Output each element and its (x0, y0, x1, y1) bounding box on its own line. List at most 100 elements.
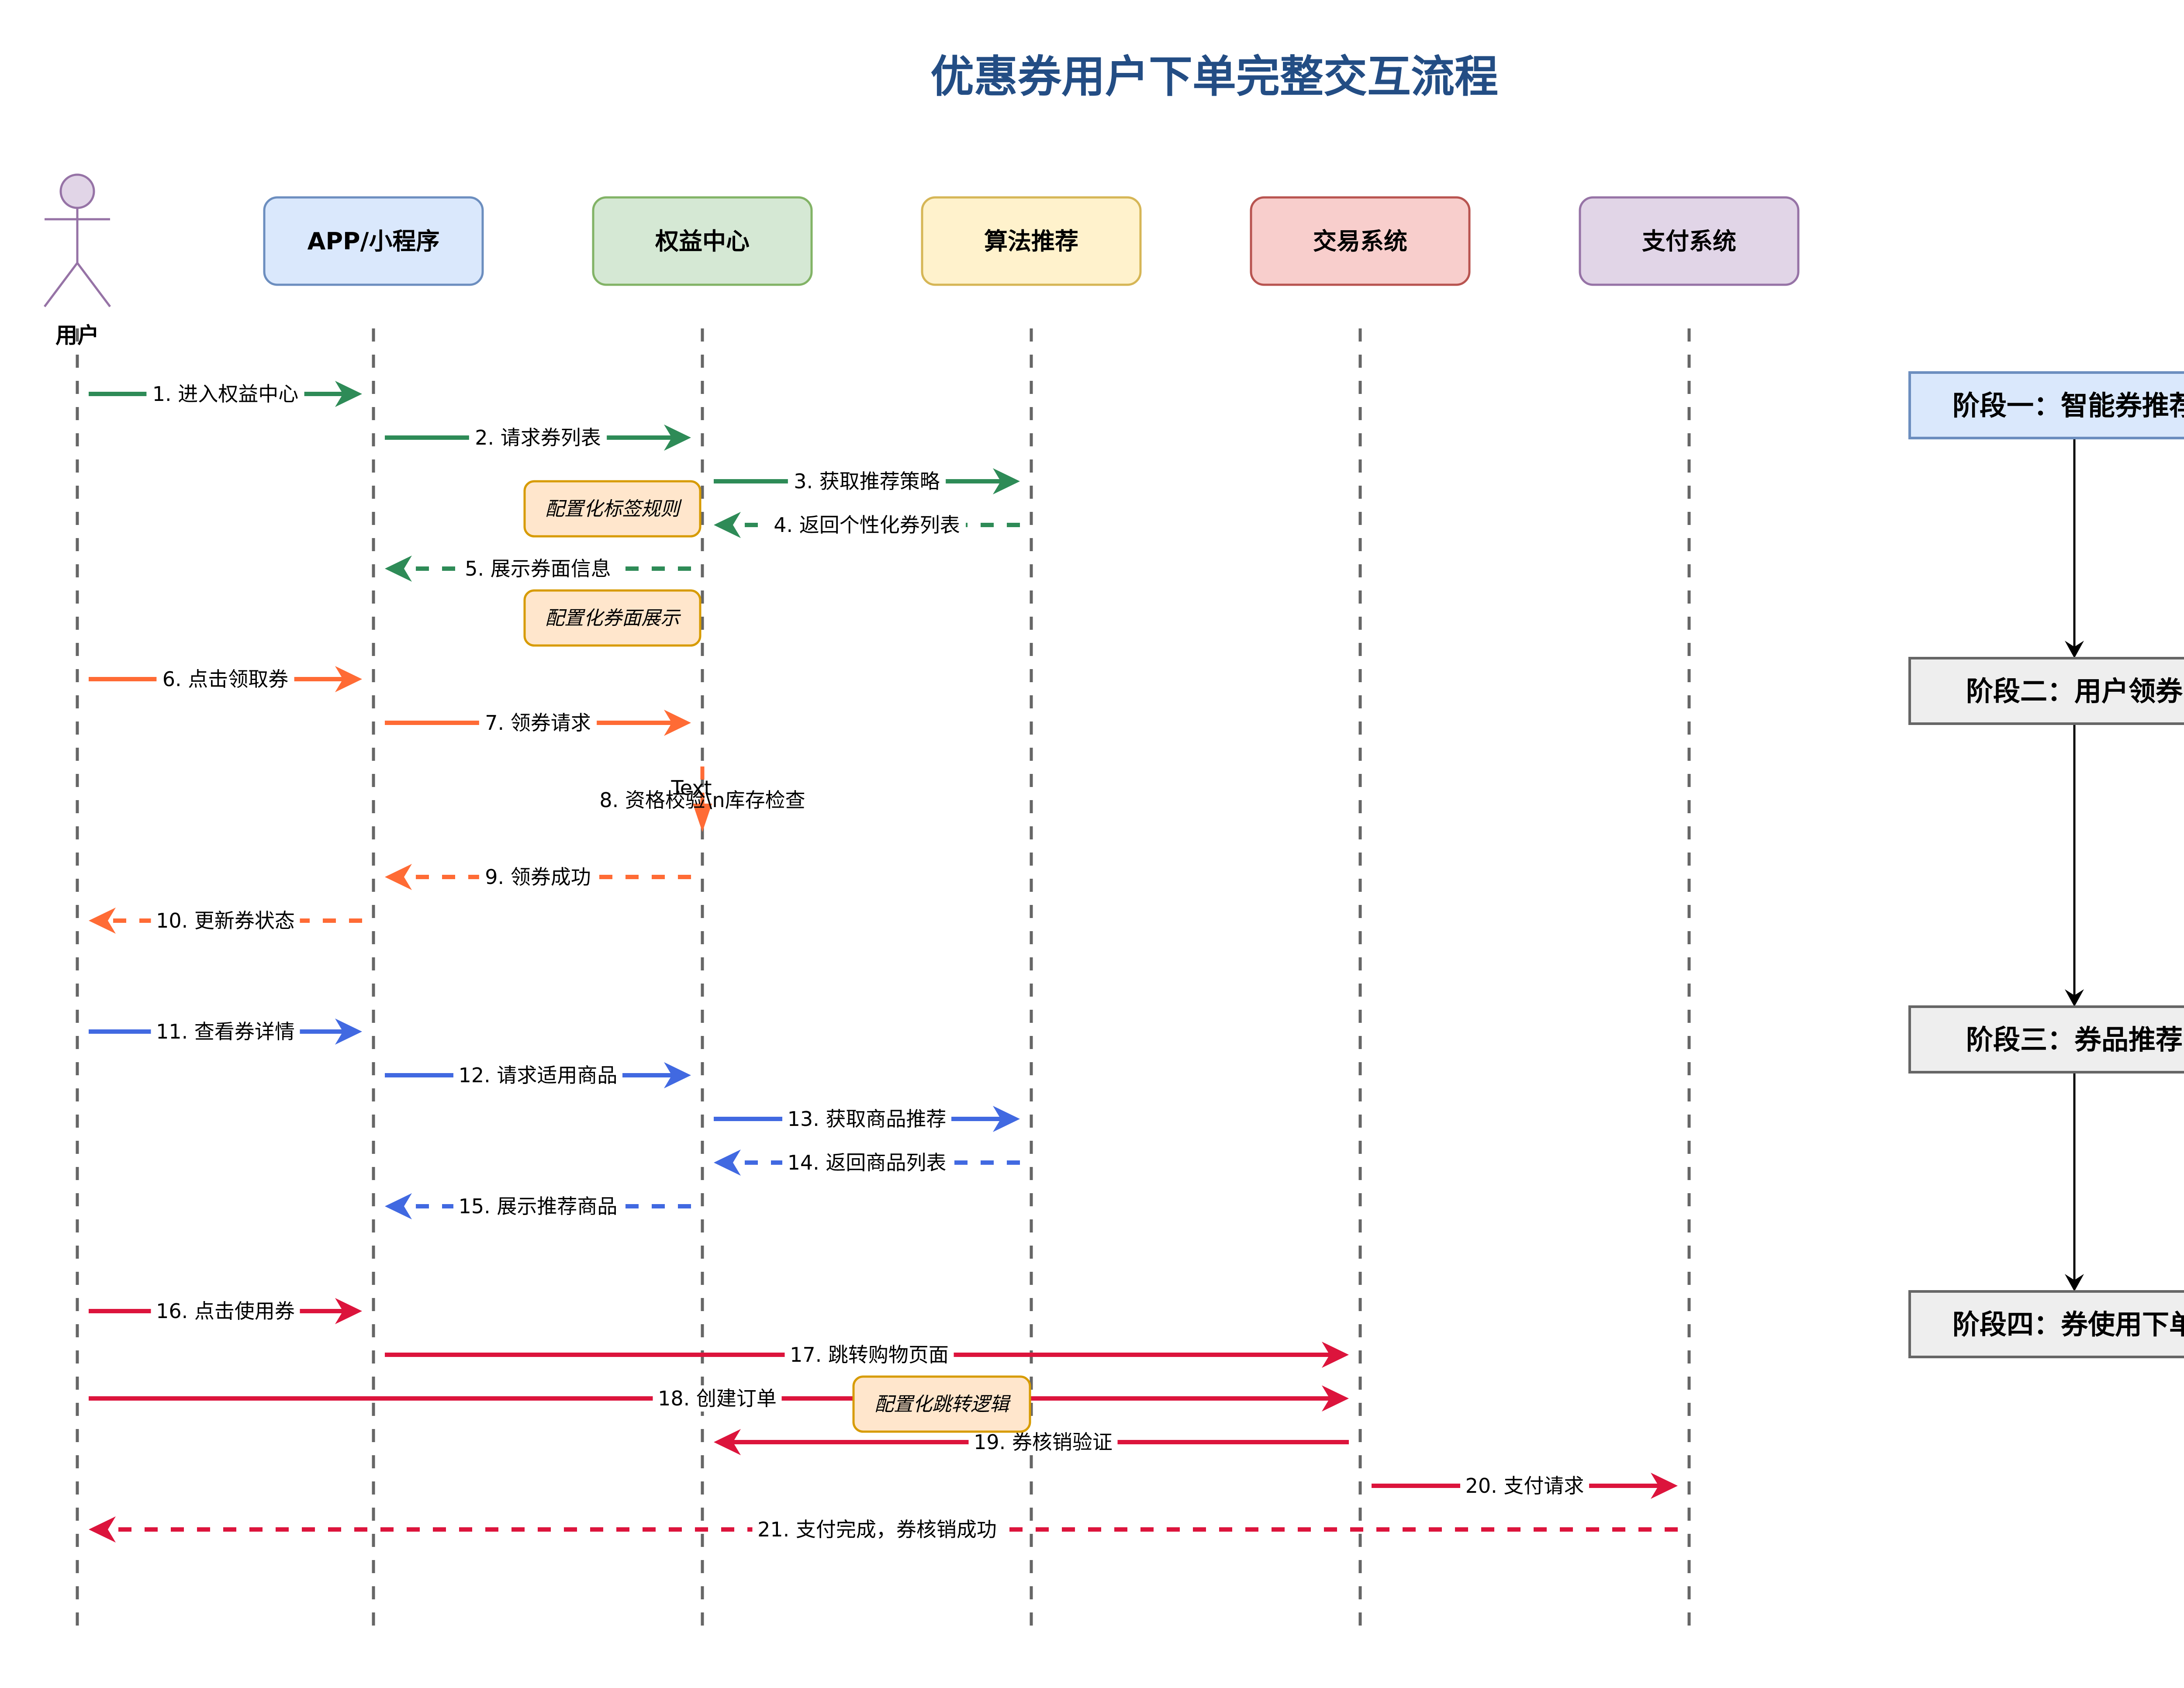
message-arrow-12[interactable]: 12. 请求适用商品 (385, 1062, 691, 1088)
phase-box-shape (1908, 657, 2184, 725)
participant-label: APP/小程序 (308, 228, 440, 255)
message-arrow-6[interactable]: 6. 点击领取券 (89, 666, 362, 692)
message-label: 14. 返回商品列表 (788, 1151, 947, 1174)
actor-right-leg-icon (76, 262, 111, 307)
arrowhead-icon (714, 1149, 741, 1176)
config-note-label: 配置化标签规则 (545, 498, 682, 520)
message-arrow-2[interactable]: 2. 请求券列表 (385, 425, 691, 451)
message-label: 9. 领券成功 (485, 865, 591, 889)
message-label-background (146, 381, 304, 407)
participant-box[interactable]: 交易系统 (1250, 196, 1471, 286)
message-label-background (767, 512, 966, 538)
arrowhead-icon (664, 425, 691, 451)
message-label: 6. 点击领取券 (162, 667, 289, 691)
participant-box[interactable]: APP/小程序 (263, 196, 484, 286)
message-arrow-13[interactable]: 13. 获取商品推荐 (714, 1106, 1020, 1132)
phase-label: 阶段一：智能券推荐 (1952, 390, 2184, 421)
participants: APP/小程序 权益中心 算法推荐 交易系统 支付系统 (263, 196, 1800, 286)
arrowhead-icon (385, 864, 412, 890)
message-arrow-11[interactable]: 11. 查看券详情 (89, 1018, 362, 1045)
message-arrow-21[interactable]: 21. 支付完成，券核销成功 (89, 1516, 1678, 1543)
message-label: 15. 展示推荐商品 (459, 1194, 618, 1218)
arrowhead-icon (664, 1062, 691, 1088)
arrowhead-icon (385, 556, 412, 582)
message-arrow-14[interactable]: 14. 返回商品列表 (714, 1149, 1020, 1176)
participant-box-shape (592, 196, 813, 286)
message-label-background (469, 425, 607, 451)
message-arrow-17[interactable]: 17. 跳转购物页面 (385, 1342, 1349, 1368)
phase-label: 阶段二：用户领券 (1966, 675, 2183, 707)
message-label-background (151, 1298, 300, 1324)
arrowhead-icon (1322, 1342, 1349, 1368)
participant-box-shape (263, 196, 484, 286)
config-note-label: 配置化跳转逻辑 (874, 1393, 1011, 1415)
arrowhead-icon (335, 381, 362, 407)
participant-box-shape (921, 196, 1142, 286)
arrowhead-icon (1322, 1385, 1349, 1412)
phase-box-4[interactable]: 阶段四：券使用下单 (1908, 1290, 2184, 1358)
phase-box-shape (1908, 371, 2184, 439)
config-note[interactable]: 配置化券面展示 (523, 589, 702, 647)
message-label-background (968, 1429, 1118, 1455)
participant-label: 交易系统 (1313, 228, 1407, 255)
message-label: 12. 请求适用商品 (459, 1063, 618, 1087)
message-label: 21. 支付完成，券核销成功 (757, 1518, 997, 1541)
message-label: 16. 点击使用券 (156, 1299, 295, 1323)
config-note[interactable]: 配置化跳转逻辑 (852, 1375, 1031, 1433)
message-label: 8. 资格校验\n库存检查 (599, 788, 805, 812)
phase-box-3[interactable]: 阶段三：券品推荐 (1908, 1005, 2184, 1074)
message-label: 7. 领券请求 (485, 711, 591, 735)
participant-box-shape (1250, 196, 1471, 286)
message-arrow-7[interactable]: 7. 领券请求 (385, 710, 691, 736)
message-label-background (784, 1342, 954, 1368)
messages: 1. 进入权益中心 2. 请求券列表 3. 获取推荐策略 4. 返回个性化券列表 5. … (89, 381, 1678, 1543)
participant-box[interactable]: 算法推荐 (921, 196, 1142, 286)
message-label-background (479, 710, 597, 736)
phase-box-1[interactable]: 阶段一：智能券推荐 (1908, 371, 2184, 439)
actor-left-leg-icon (44, 262, 78, 307)
message-arrow-19[interactable]: 19. 券核销验证 (714, 1429, 1349, 1455)
config-note-box (523, 480, 702, 538)
message-arrow-5[interactable]: 5. 展示券面信息 (385, 556, 691, 582)
message-arrow-16[interactable]: 16. 点击使用券 (89, 1298, 362, 1324)
message-label-background (782, 1106, 952, 1132)
diagram-title: 优惠券用户下单完整交互流程 (930, 51, 1498, 102)
message-label-background (156, 666, 294, 692)
message-arrow-20[interactable]: 20. 支付请求 (1372, 1473, 1678, 1499)
message-arrow-1[interactable]: 1. 进入权益中心 (89, 381, 362, 407)
arrowhead-icon (693, 804, 712, 832)
phase-box-2[interactable]: 阶段二：用户领券 (1908, 657, 2184, 725)
arrowhead-icon (335, 666, 362, 692)
participant-box[interactable]: 权益中心 (592, 196, 813, 286)
arrowhead-icon (993, 1106, 1020, 1132)
participant-label: 权益中心 (655, 228, 750, 255)
config-note[interactable]: 配置化标签规则 (523, 480, 702, 538)
actor-head-icon (59, 173, 95, 209)
message-arrow-15[interactable]: 15. 展示推荐商品 (385, 1193, 691, 1219)
message-label: 11. 查看券详情 (156, 1020, 295, 1043)
message-arrow-10[interactable]: 10. 更新券状态 (89, 908, 362, 934)
message-arrow-9[interactable]: 9. 领券成功 (385, 864, 691, 890)
message-label: 4. 返回个性化券列表 (774, 513, 960, 537)
user-actor[interactable]: 用户 (44, 173, 111, 348)
message-arrow-3[interactable]: 3. 获取推荐策略 (714, 468, 1020, 494)
message-label: 3. 获取推荐策略 (794, 469, 940, 493)
message-label-background (453, 1062, 623, 1088)
config-note-box (523, 589, 702, 647)
message-label-background (459, 556, 617, 582)
arrowhead-icon (335, 1018, 362, 1045)
message-label: 13. 获取商品推荐 (788, 1107, 947, 1131)
message-label-background (653, 1385, 782, 1412)
arrowhead-icon (993, 468, 1020, 494)
message-arrow-18[interactable]: 18. 创建订单 (89, 1385, 1349, 1412)
message-label: 17. 跳转购物页面 (790, 1343, 949, 1367)
message-label: 20. 支付请求 (1465, 1474, 1584, 1498)
participant-label: 支付系统 (1642, 228, 1736, 255)
participant-box[interactable]: 支付系统 (1579, 196, 1800, 286)
message-arrow-4[interactable]: 4. 返回个性化券列表 (714, 512, 1020, 538)
arrowhead-icon (714, 512, 741, 538)
message-label: 10. 更新券状态 (156, 909, 295, 932)
